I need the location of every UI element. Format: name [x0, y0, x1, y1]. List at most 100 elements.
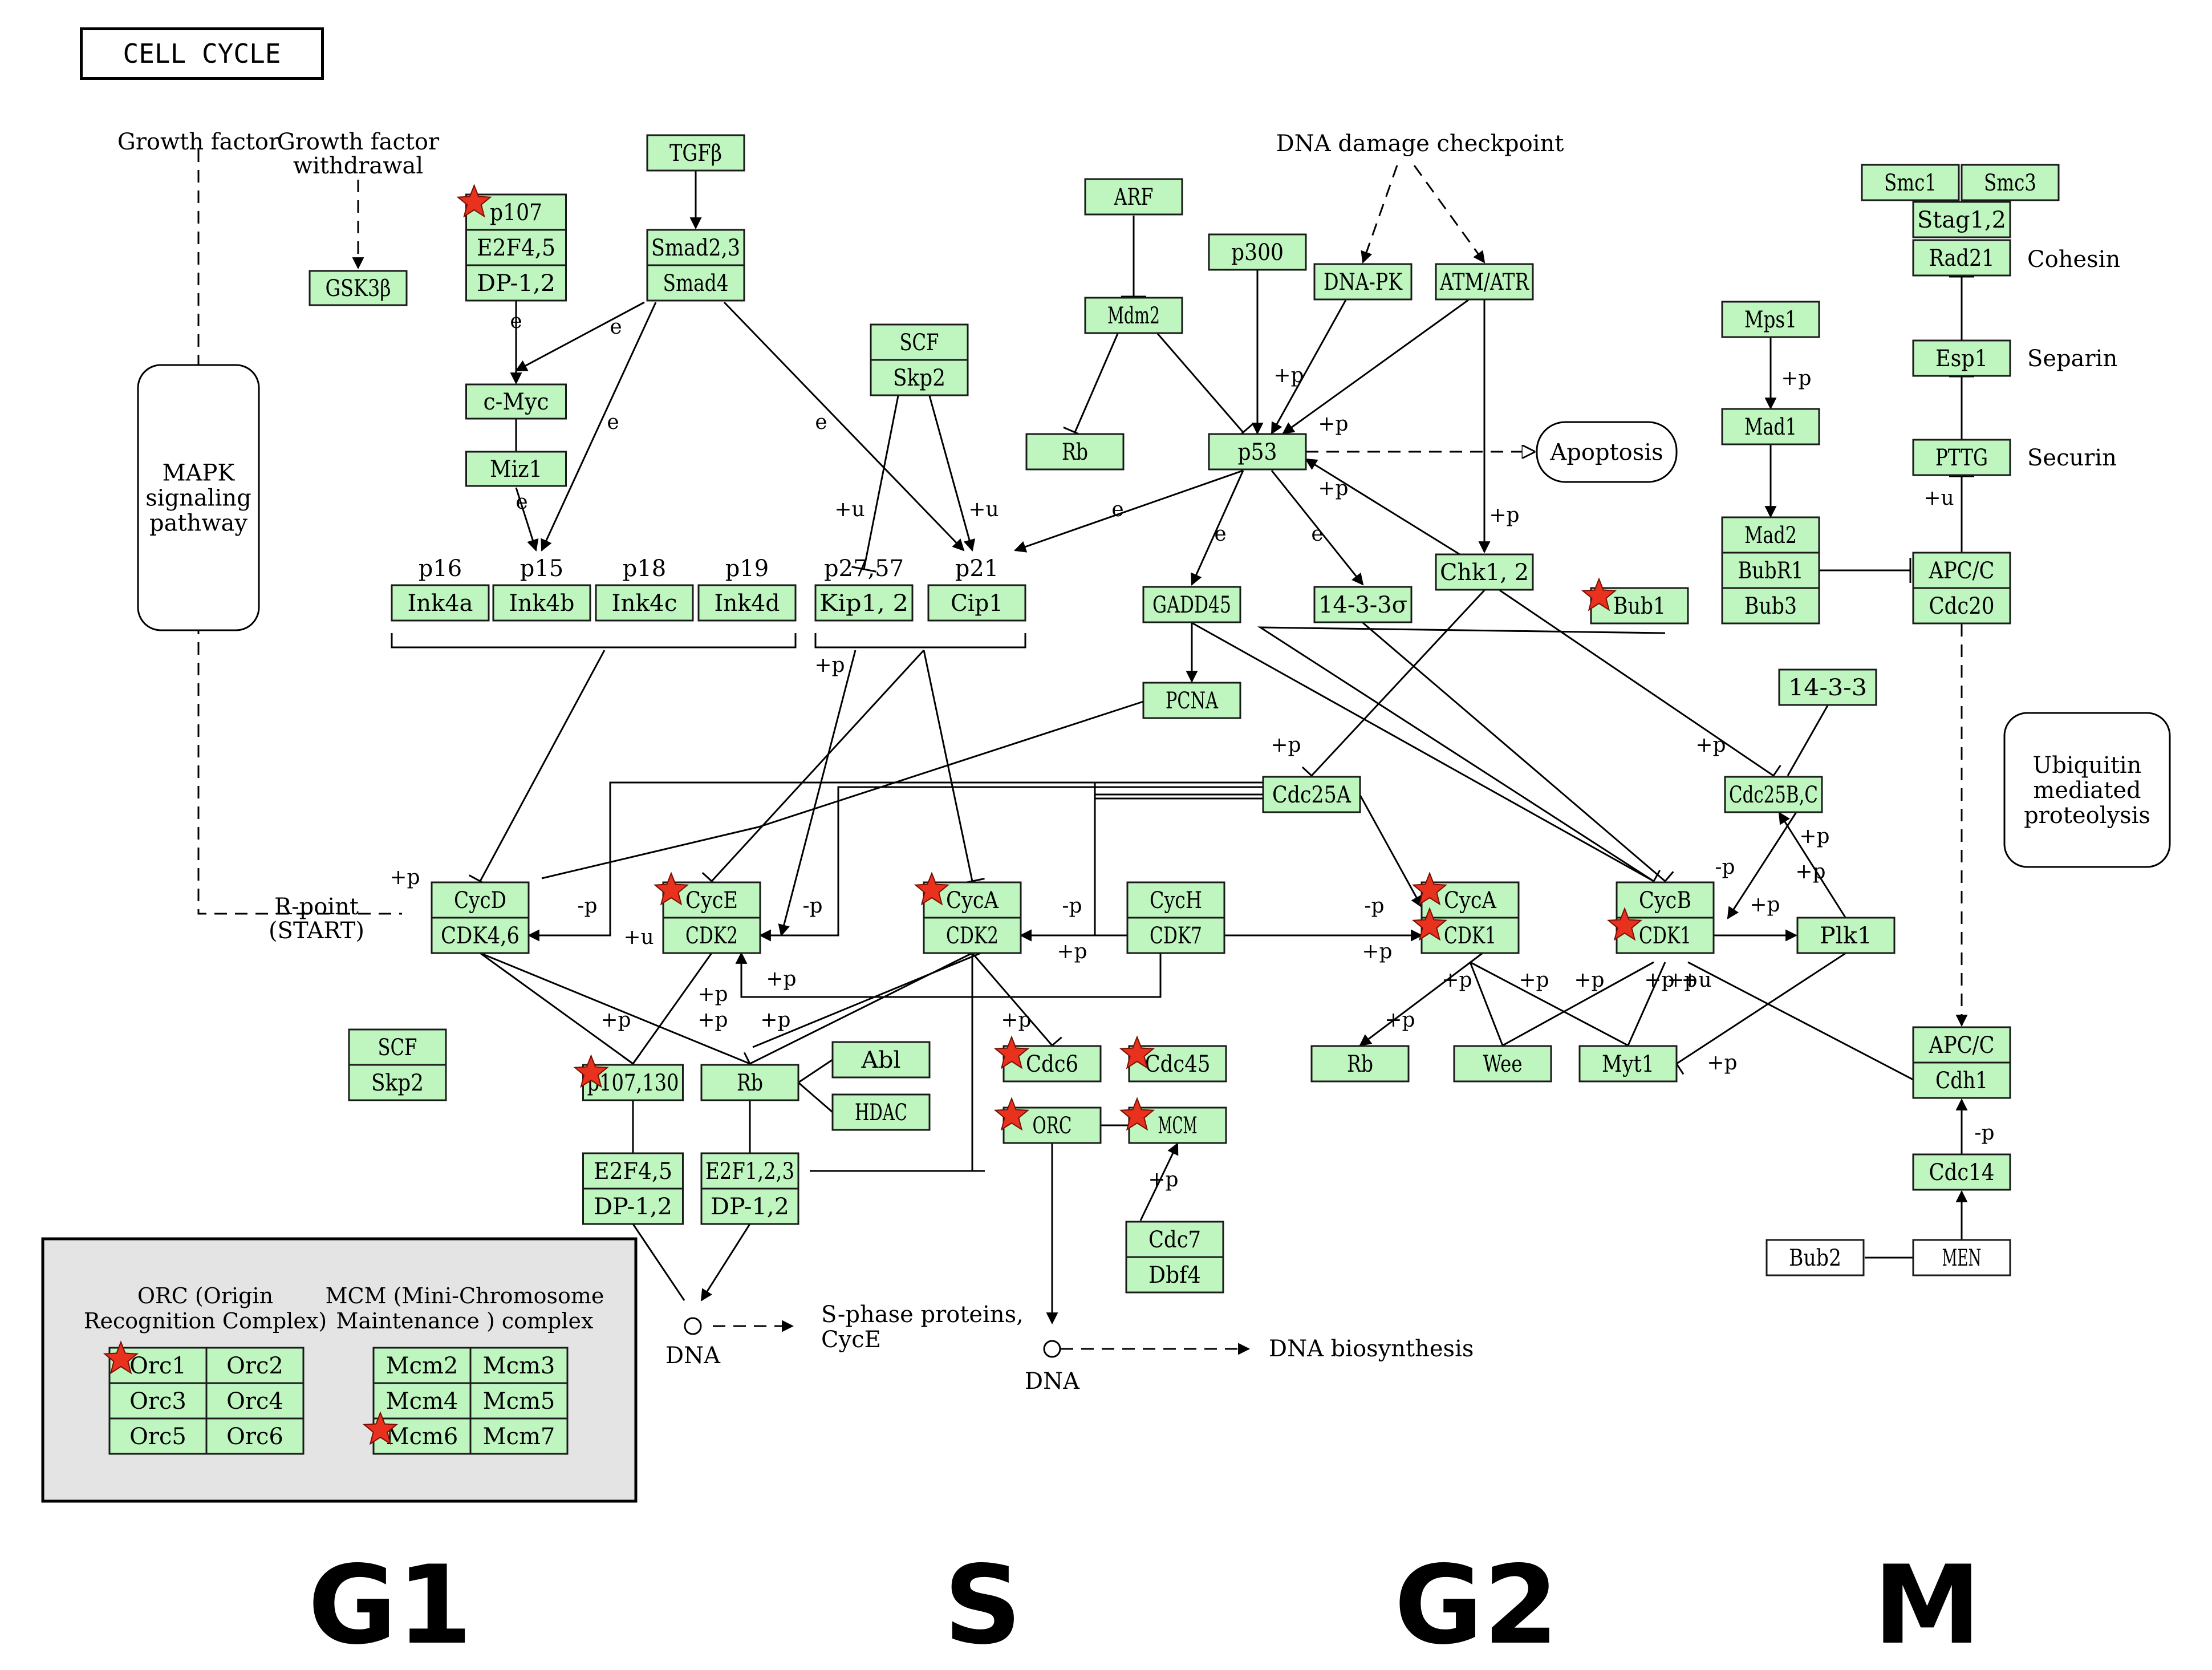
edge-label-ubiquitination: +u: [1923, 487, 1954, 510]
gene-node-dp12b: DP-1,2: [582, 1187, 684, 1225]
dna-node: [1043, 1340, 1061, 1358]
gene-node-s1433s: 14-3-3σ: [1313, 586, 1413, 623]
pathway-edge: [632, 1223, 685, 1301]
gene-label-mcm: MCM: [1158, 1113, 1198, 1139]
pathway-box-label: pathway: [149, 510, 247, 537]
gene-node-s1433: 14-3-3: [1778, 668, 1877, 706]
gene-label-cdc25a: Cdc25A: [1272, 782, 1351, 808]
gene-node-rb: Rb: [1025, 433, 1125, 471]
svg-text:Orc3: Orc3: [129, 1388, 186, 1414]
edge-label-phosphorylation: +p: [1273, 364, 1304, 387]
separin-label: Separin: [2027, 346, 2117, 372]
gene-label-apcc2: APC/C: [1929, 1032, 1995, 1059]
gene-node-gsk3b: GSK3β: [309, 270, 408, 306]
legend-mcm-cell-mcm2: Mcm2: [372, 1347, 472, 1384]
cki-label: p27,57: [824, 556, 904, 582]
gene-node-tgfb: TGFβ: [646, 134, 745, 172]
pathway-box-label: mediated: [2033, 777, 2141, 804]
star-icon: [103, 1340, 139, 1375]
gene-node-atmatr: ATM/ATR: [1435, 263, 1534, 301]
svg-text:Mcm5: Mcm5: [483, 1388, 555, 1414]
gene-node-miz1: Miz1: [465, 451, 567, 487]
gene-label-scf2: SCF: [378, 1035, 417, 1061]
pathway-edge: [1139, 1142, 1179, 1221]
gene-label-skp2: Skp2: [893, 365, 945, 391]
gene-label-ink4d: Ink4d: [715, 590, 780, 617]
edge-label-dephosphorylation: -p: [1715, 856, 1735, 879]
plk1-myt1-inhibition: [1676, 952, 1846, 1065]
gene-label-rb: Rb: [1062, 439, 1088, 465]
gene-label-dp12b: DP-1,2: [594, 1194, 672, 1220]
edge-label-phosphorylation: +p: [389, 866, 420, 889]
gene-label-arf: ARF: [1114, 184, 1154, 210]
inhibition-edge: [1191, 622, 1654, 882]
pathway-box-label: MAPK: [163, 460, 236, 487]
cohesin-label: Cohesin: [2027, 246, 2120, 273]
gene-node-skp2: Skp2: [870, 359, 969, 396]
gene-node-chk12: Chk1, 2: [1435, 553, 1534, 591]
growth-factor-label: Growth factor: [117, 129, 280, 155]
pathway-box-label: Ubiquitin: [2033, 752, 2142, 779]
s-phase-proteins-label: CycE: [821, 1327, 881, 1353]
edge-label-dephosphorylation: -p: [1974, 1121, 1994, 1145]
gene-label-cmyc: c-Myc: [484, 389, 549, 415]
gene-label-ink4a: Ink4a: [408, 590, 473, 617]
gene-node-e2f45b: E2F4,5: [582, 1152, 684, 1190]
pathway-edge: [798, 1081, 833, 1113]
r-point-label: (START): [269, 918, 364, 944]
gene-label-cycd: CycD: [454, 887, 506, 914]
gene-node-mad2: Mad2: [1721, 516, 1820, 554]
gene-node-mad1: Mad1: [1721, 408, 1820, 445]
edge-label-ubiquitination: +u: [834, 498, 864, 521]
gene-label-cdk7: CDK7: [1150, 923, 1202, 949]
pathway-edge: [1014, 469, 1244, 553]
edge-label-phosphorylation: +p: [1707, 1051, 1737, 1075]
gene-node-smad4: Smad4: [646, 264, 745, 302]
gene-node-kip12: Kip1, 2: [814, 584, 914, 622]
diagram-title: CELL CYCLE: [80, 27, 324, 80]
edge-label-phosphorylation: +p: [1362, 940, 1392, 963]
phase-label-g1: G1: [308, 1542, 473, 1668]
edge-label-expression: e: [607, 411, 619, 434]
pathway-edge: [1271, 470, 1364, 586]
pathway-box-label: proteolysis: [2024, 802, 2150, 829]
gene-label-rad21: Rad21: [1929, 245, 1995, 271]
phase-label-m: M: [1873, 1542, 1982, 1668]
svg-text:Orc6: Orc6: [226, 1424, 283, 1450]
star-icon: [573, 1054, 609, 1088]
gene-label-dp12c: DP-1,2: [711, 1194, 789, 1220]
gene-label-p53: p53: [1238, 439, 1277, 465]
gene-label-wee: Wee: [1483, 1051, 1523, 1077]
gene-node-e2f45: E2F4,5: [465, 229, 567, 266]
phase-label-g2: G2: [1394, 1542, 1559, 1668]
gene-label-s1433: 14-3-3: [1788, 675, 1867, 701]
edge-label-phosphorylation: +p: [1695, 733, 1726, 757]
pathway-edge: [1282, 299, 1469, 435]
svg-text:Orc1: Orc1: [129, 1353, 186, 1379]
edge-label-phosphorylation: +p: [1519, 968, 1549, 992]
gene-label-cycb: CycB: [1639, 887, 1691, 914]
gene-label-cdc20: Cdc20: [1929, 593, 1995, 619]
legend-orc-cell-orc3: Orc3: [108, 1382, 208, 1420]
gene-label-pttg: PTTG: [1935, 445, 1988, 471]
legend-mcm-cell-mcm7: Mcm7: [469, 1417, 569, 1455]
edge-label-expression: e: [1214, 522, 1226, 546]
star-icon: [914, 872, 950, 906]
pathway-edge: [515, 301, 645, 372]
gene-label-bub2: Bub2: [1789, 1245, 1841, 1271]
gene-label-cdk2b: CDK2: [946, 923, 999, 949]
gene-node-rb2: Rb: [700, 1064, 799, 1101]
edge-label-phosphorylation: +p: [1781, 367, 1811, 390]
gene-node-scf: SCF: [870, 323, 969, 361]
gene-label-cdc25bc: Cdc25B,C: [1729, 782, 1818, 808]
star-icon: [1411, 872, 1448, 906]
dna-damage-edge: [1413, 165, 1486, 264]
cki-label: p18: [623, 556, 667, 582]
star-icon: [456, 184, 492, 218]
gene-node-rb3: Rb: [1310, 1045, 1410, 1083]
gene-label-cdc14: Cdc14: [1929, 1160, 1995, 1186]
pathway-box-label: signaling: [145, 485, 251, 512]
edge-label-expression: e: [815, 411, 827, 434]
